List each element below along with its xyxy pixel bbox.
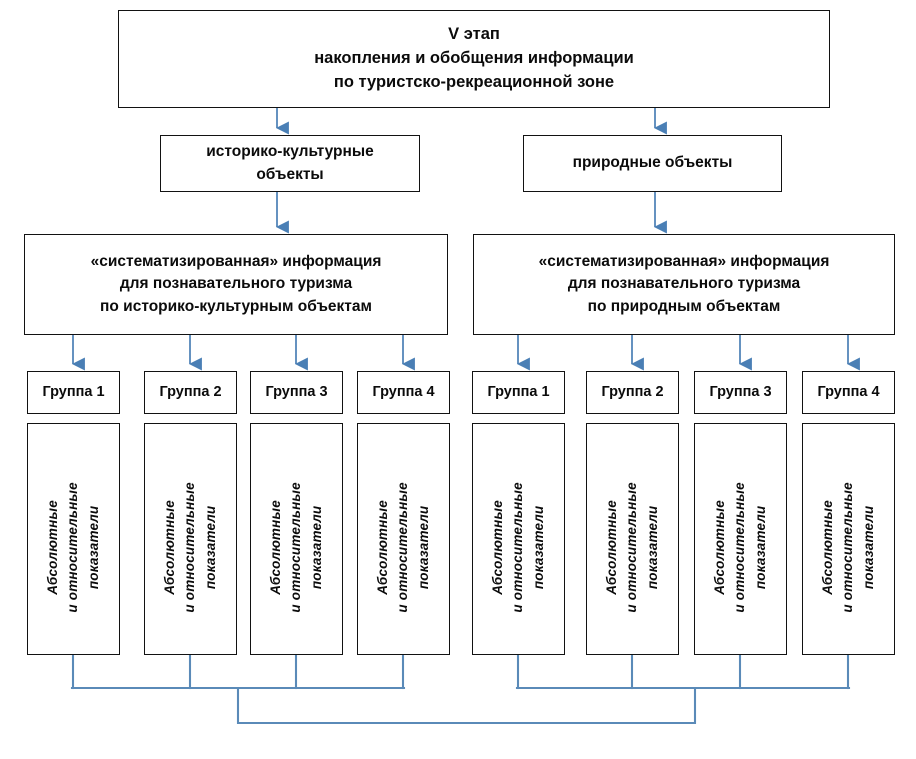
indicator-line-1: Абсолютные <box>820 499 836 595</box>
indicator-line-2: и относительные <box>395 481 411 613</box>
group-head-natural-4-label: Группа 4 <box>817 383 880 400</box>
group-head-cultural-2-label: Группа 2 <box>159 383 222 400</box>
group-head-cultural-1-label: Группа 1 <box>42 383 105 400</box>
indicators-column-natural-2: Абсолютные и относительные показатели <box>586 423 679 655</box>
indicator-line-2: и относительные <box>288 481 304 613</box>
systematized-cultural-line-1: «систематизированная» информация <box>90 252 382 270</box>
indicator-line-3: показатели <box>415 505 431 589</box>
cultural-objects-line-1: историко-культурные <box>206 143 374 161</box>
indicator-line-3: показатели <box>644 505 660 589</box>
natural-objects-box: природные объекты <box>523 135 782 192</box>
indicator-line-1: Абсолютные <box>162 499 178 595</box>
systematized-cultural-line-3: по историко-культурным объектам <box>100 297 372 315</box>
indicator-line-3: показатели <box>202 505 218 589</box>
indicators-column-cultural-4: Абсолютные и относительные показатели <box>357 423 450 655</box>
indicator-line-1: Абсолютные <box>712 499 728 595</box>
indicator-line-3: показатели <box>860 505 876 589</box>
group-head-cultural-4-label: Группа 4 <box>372 383 435 400</box>
indicator-line-1: Абсолютные <box>604 499 620 595</box>
natural-objects-line-1: природные объекты <box>572 154 733 172</box>
group-head-cultural-4: Группа 4 <box>357 371 450 414</box>
indicator-line-1: Абсолютные <box>490 499 506 595</box>
group-head-cultural-3-label: Группа 3 <box>265 383 328 400</box>
stage-line-1: V этап <box>448 25 500 44</box>
indicator-line-2: и относительные <box>182 481 198 613</box>
indicator-line-1: Абсолютные <box>375 499 391 595</box>
indicator-line-2: и относительные <box>510 481 526 613</box>
indicator-line-3: показатели <box>85 505 101 589</box>
group-head-cultural-1: Группа 1 <box>27 371 120 414</box>
indicators-column-cultural-2: Абсолютные и относительные показатели <box>144 423 237 655</box>
group-head-natural-4: Группа 4 <box>802 371 895 414</box>
indicator-line-1: Абсолютные <box>268 499 284 595</box>
stage-line-3: по туристско-рекреационной зоне <box>333 72 615 91</box>
indicator-line-3: показатели <box>530 505 546 589</box>
group-head-natural-3-label: Группа 3 <box>709 383 772 400</box>
group-head-natural-1-label: Группа 1 <box>487 383 550 400</box>
group-head-natural-3: Группа 3 <box>694 371 787 414</box>
group-head-natural-2-label: Группа 2 <box>601 383 664 400</box>
systematized-natural-box: «систематизированная» информация для поз… <box>473 234 895 335</box>
systematized-cultural-box: «систематизированная» информация для поз… <box>24 234 448 335</box>
indicators-column-cultural-3: Абсолютные и относительные показатели <box>250 423 343 655</box>
systematized-cultural-line-2: для познавательного туризма <box>119 275 353 293</box>
indicator-line-3: показатели <box>308 505 324 589</box>
indicator-line-1: Абсолютные <box>45 499 61 595</box>
indicators-column-natural-1: Абсолютные и относительные показатели <box>472 423 565 655</box>
indicator-line-2: и относительные <box>732 481 748 613</box>
indicator-line-2: и относительные <box>624 481 640 613</box>
systematized-natural-line-2: для познавательного туризма <box>567 275 801 293</box>
indicator-line-2: и относительные <box>65 481 81 613</box>
group-head-natural-1: Группа 1 <box>472 371 565 414</box>
indicator-line-3: показатели <box>752 505 768 589</box>
group-head-cultural-2: Группа 2 <box>144 371 237 414</box>
indicators-column-natural-4: Абсолютные и относительные показатели <box>802 423 895 655</box>
indicator-line-2: и относительные <box>840 481 856 613</box>
stage-line-2: накопления и обобщения информации <box>314 49 634 68</box>
systematized-natural-line-1: «систематизированная» информация <box>538 252 830 270</box>
cultural-objects-line-2: объекты <box>256 165 324 183</box>
systematized-natural-line-3: по природным объектам <box>587 297 781 315</box>
indicators-column-natural-3: Абсолютные и относительные показатели <box>694 423 787 655</box>
cultural-objects-box: историко-культурные объекты <box>160 135 420 192</box>
group-head-cultural-3: Группа 3 <box>250 371 343 414</box>
group-head-natural-2: Группа 2 <box>586 371 679 414</box>
indicators-column-cultural-1: Абсолютные и относительные показатели <box>27 423 120 655</box>
stage-box: V этап накопления и обобщения информации… <box>118 10 830 108</box>
